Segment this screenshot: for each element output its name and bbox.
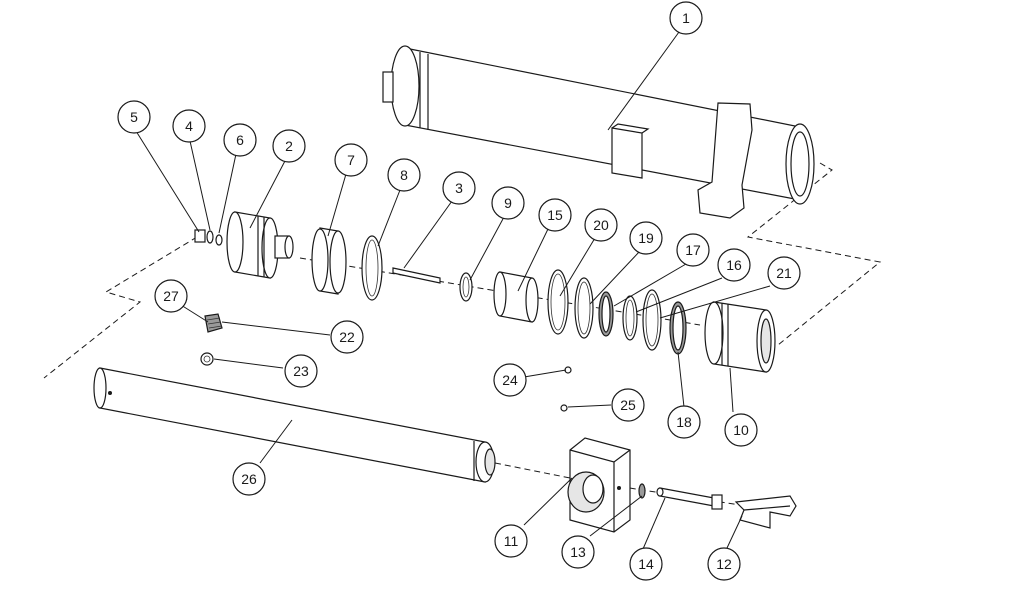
- callout-2: 2: [272, 129, 306, 163]
- svg-text:2: 2: [285, 138, 293, 154]
- svg-text:19: 19: [638, 230, 654, 246]
- callout-12: 12: [707, 547, 741, 581]
- callout-10: 10: [724, 413, 758, 447]
- callout-21: 21: [767, 256, 801, 290]
- part-16-seal: [622, 295, 638, 341]
- svg-text:5: 5: [130, 109, 138, 125]
- callout-27: 27: [154, 279, 188, 313]
- part-5-fitting: [194, 229, 206, 243]
- part-21-ring: [642, 289, 662, 351]
- svg-text:26: 26: [241, 471, 257, 487]
- part-1-cylinder-barrel: [382, 45, 815, 219]
- svg-text:21: 21: [776, 265, 792, 281]
- callout-7: 7: [334, 143, 368, 177]
- svg-text:15: 15: [547, 207, 563, 223]
- callout-1: 1: [669, 1, 703, 35]
- svg-text:6: 6: [236, 132, 244, 148]
- svg-text:12: 12: [716, 556, 732, 572]
- callout-15: 15: [538, 198, 572, 232]
- svg-text:18: 18: [676, 414, 692, 430]
- part-8-ring: [361, 235, 383, 301]
- part-4-washer: [206, 230, 214, 244]
- part-6-oring: [215, 234, 223, 246]
- svg-text:24: 24: [502, 372, 518, 388]
- callout-16: 16: [717, 248, 751, 282]
- callout-18: 18: [667, 405, 701, 439]
- callout-20: 20: [584, 208, 618, 242]
- part-23-oring: [200, 352, 214, 366]
- svg-text:7: 7: [347, 152, 355, 168]
- part-27-plug: [204, 313, 223, 333]
- callout-9: 9: [491, 186, 525, 220]
- callout-22: 22: [330, 320, 364, 354]
- part-14-bolt: [656, 487, 723, 510]
- callout-25: 25: [611, 388, 645, 422]
- part-2-end-cap: [226, 211, 294, 279]
- callout-13: 13: [561, 535, 595, 569]
- svg-text:14: 14: [638, 556, 654, 572]
- callout-26: 26: [232, 462, 266, 496]
- callout-5: 5: [117, 100, 151, 134]
- svg-text:8: 8: [400, 167, 408, 183]
- svg-text:3: 3: [455, 180, 463, 196]
- svg-text:13: 13: [570, 544, 586, 560]
- part-25-ball: [560, 404, 568, 412]
- part-13-washer: [638, 483, 646, 499]
- callout-11: 11: [494, 524, 528, 558]
- svg-text:4: 4: [185, 118, 193, 134]
- svg-text:23: 23: [293, 363, 309, 379]
- svg-text:25: 25: [620, 397, 636, 413]
- part-20-ring: [547, 269, 569, 335]
- callout-14: 14: [629, 547, 663, 581]
- callout-19: 19: [629, 221, 663, 255]
- svg-text:17: 17: [685, 242, 701, 258]
- callout-4: 4: [172, 109, 206, 143]
- part-12-clip: [734, 495, 797, 529]
- part-3-pin: [392, 267, 441, 284]
- callout-6: 6: [223, 123, 257, 157]
- callout-24: 24: [493, 363, 527, 397]
- callout-17: 17: [676, 233, 710, 267]
- part-10-gland: [704, 301, 776, 373]
- part-9-oring: [459, 272, 473, 302]
- part-18-seal: [669, 301, 687, 355]
- part-15-bushing: [493, 271, 539, 323]
- part-17-seal: [598, 291, 614, 337]
- callout-23: 23: [284, 354, 318, 388]
- part-11-rod-block: [567, 437, 631, 533]
- svg-text:20: 20: [593, 217, 609, 233]
- leader-lines: [135, 31, 771, 550]
- svg-text:9: 9: [504, 195, 512, 211]
- svg-text:11: 11: [504, 533, 519, 549]
- svg-text:16: 16: [726, 257, 742, 273]
- part-19-ring: [574, 277, 594, 339]
- svg-text:1: 1: [682, 10, 690, 26]
- callout-3: 3: [442, 171, 476, 205]
- part-7-sleeve: [311, 227, 347, 295]
- svg-text:22: 22: [339, 329, 355, 345]
- callout-8: 8: [387, 158, 421, 192]
- svg-text:10: 10: [733, 422, 749, 438]
- svg-text:27: 27: [163, 288, 179, 304]
- part-26-piston-rod: [93, 367, 496, 483]
